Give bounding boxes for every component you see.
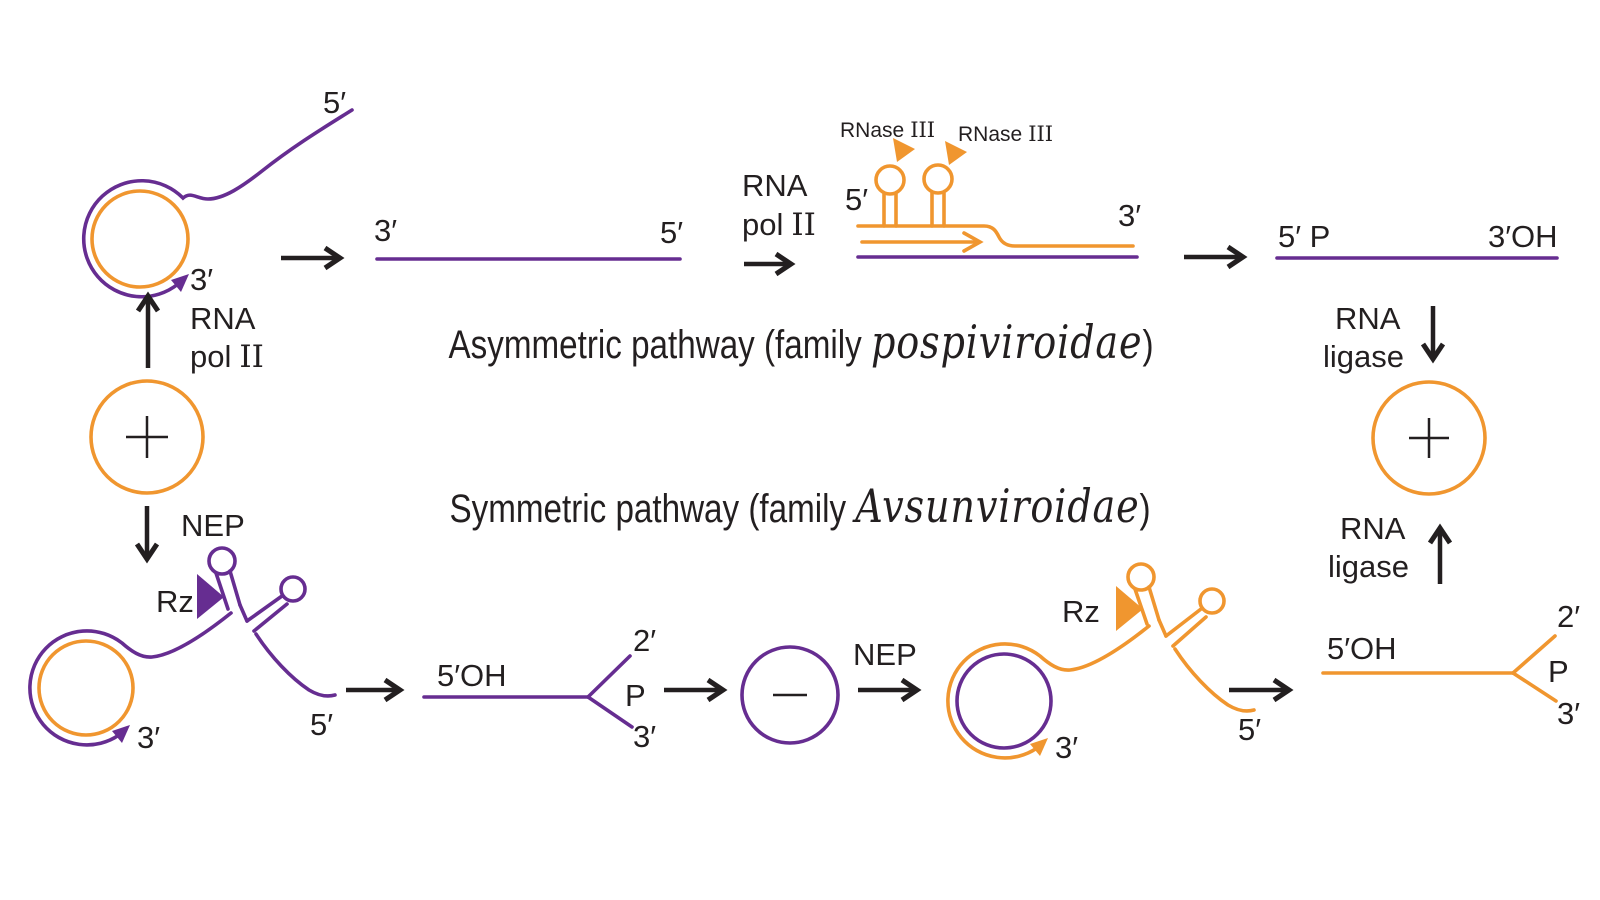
five-prime-label: 5′: [660, 215, 683, 250]
nep-step: NEP: [134, 506, 245, 564]
multimeric-plus-strand: [856, 224, 1135, 248]
two-prime-label: 2′: [633, 623, 656, 658]
five-prime-oh-label: 5′OH: [437, 658, 507, 693]
hairpin-stem-loop: [874, 164, 906, 228]
circular-template-strand: [955, 652, 1053, 750]
three-prime-label: 3′: [190, 262, 213, 297]
enzyme-label-nep: NEP: [853, 637, 917, 672]
strand-junction: [238, 603, 249, 623]
enzyme-label-rna: RNA: [1340, 511, 1406, 546]
title-suffix: ): [1139, 487, 1151, 531]
rna-ligase-step-bottom: RNA ligase: [1328, 511, 1453, 584]
three-prime-label: 3′: [633, 719, 656, 754]
rz-cleavage-triangle-icon: [197, 574, 224, 619]
five-prime-oh-label: 5′OH: [1327, 631, 1397, 666]
three-prime-label: 3′: [1557, 696, 1580, 731]
two-prime-label: 2′: [1557, 599, 1580, 634]
plus-strand-circle: [89, 379, 205, 495]
rz-cleavage-triangle-icon: [1116, 586, 1143, 631]
plus-icon: [1409, 418, 1449, 458]
five-prime-label: 5′: [845, 182, 868, 217]
circular-template-strand: [90, 189, 190, 289]
circular-plus-progeny: [1371, 380, 1487, 496]
three-prime-oh-label: 3′OH: [1488, 219, 1558, 254]
three-prime-label: 3′: [1055, 730, 1078, 765]
plus-circle-outline: [1371, 380, 1487, 496]
three-prime-branch: [586, 695, 634, 729]
ribozyme-label: Rz: [156, 584, 194, 619]
enzyme-label-nep: NEP: [181, 508, 245, 543]
enzyme-label-rna: RNA: [742, 168, 808, 203]
linear-minus-monomer: 5′OH 2′ P 3′: [422, 623, 656, 754]
three-prime-label: 3′: [374, 213, 397, 248]
asymmetric-pathway-title: Asymmetric pathway (family pospiviroidae…: [448, 318, 1153, 369]
enzyme-label-ligase: ligase: [1323, 339, 1404, 374]
linear-minus-strand: 3′ 5′: [374, 213, 683, 261]
two-prime-branch: [1511, 634, 1557, 675]
family-name-italic: Avsunviroidae: [855, 479, 1140, 533]
strand-junction: [1157, 618, 1168, 638]
circular-template-strand: [37, 639, 135, 737]
nascent-minus-strand: [28, 611, 233, 747]
rna-ligase-step-top: RNA ligase: [1323, 301, 1446, 374]
minus-strand-circle: [740, 645, 840, 745]
rnase-cut-triangle-icon: [893, 138, 915, 162]
three-prime-branch: [1511, 671, 1558, 703]
five-prime-label: 5′: [1238, 712, 1261, 747]
five-prime-p-label: 5′ P: [1278, 219, 1330, 254]
symmetric-pathway-title: Symmetric pathway (family Avsunviroidae): [449, 482, 1150, 533]
three-prime-label: 3′: [1118, 198, 1141, 233]
family-name-italic: pospiviroidae: [870, 315, 1143, 369]
strand-tail: [254, 632, 337, 698]
five-prime-label: 5′: [310, 707, 333, 742]
title-prefix: Asymmetric pathway (family: [448, 323, 871, 367]
hairpin-stem-loop: [1126, 562, 1161, 626]
strand-tail: [1173, 647, 1256, 713]
two-prime-branch: [586, 654, 632, 699]
ribozyme-label: Rz: [1062, 594, 1100, 629]
strand-direction-arrow-icon: [112, 725, 130, 743]
strand-direction-arrow-icon: [1030, 738, 1048, 756]
three-prime-label: 3′: [137, 720, 160, 755]
strand-direction-arrow-icon: [171, 274, 189, 292]
phosphate-label: P: [1548, 654, 1569, 689]
enzyme-label-rna: RNA: [1335, 301, 1401, 336]
enzyme-label-rna: RNA: [190, 301, 256, 336]
five-prime-label: 5′: [323, 85, 346, 120]
linear-plus-monomer-rz: 5′OH 2′ P 3′: [1321, 599, 1580, 731]
title-suffix: ): [1142, 323, 1154, 367]
minus-circle-outline: [740, 645, 840, 745]
hairpin-stem-loop: [245, 575, 307, 633]
nep-step-2: NEP: [853, 637, 922, 703]
rnase-cut-triangle-icon: [945, 141, 967, 165]
elongation-arrow-icon: [962, 231, 984, 253]
symmetric-pathway: NEP Rz 3′ 5′: [28, 506, 1580, 765]
rolling-circle-plus-template: 5′ 3′: [81, 85, 354, 299]
plus-circle-outline: [89, 379, 205, 495]
hairpin-stem-loop: [207, 546, 242, 611]
title-prefix: Symmetric pathway (family: [449, 487, 856, 531]
enzyme-label-ligase: ligase: [1328, 549, 1409, 584]
phosphate-label: P: [625, 678, 646, 713]
linear-plus-monomer: 5′ P 3′OH: [1275, 219, 1559, 260]
hairpin-stem-loop: [922, 163, 954, 228]
plus-icon: [126, 416, 168, 458]
rolling-circle-minus-synthesis: Rz 3′ 5′: [28, 546, 337, 755]
rolling-circle-plus-synthesis: Rz 3′ 5′: [946, 562, 1261, 765]
hairpin-stem-loop: [1164, 587, 1226, 648]
nascent-plus-strand: [946, 624, 1151, 760]
nascent-minus-strand: [81, 108, 354, 299]
